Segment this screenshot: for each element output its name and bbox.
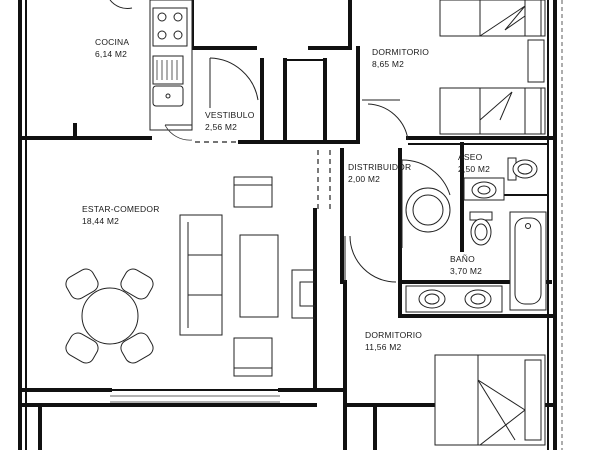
kitchen-counter xyxy=(149,0,193,131)
room-name-vestibulo: VESTIBULO xyxy=(205,110,255,120)
room-name-distribuidor: DISTRIBUIDOR xyxy=(348,162,411,172)
room-name-bano: BAÑO xyxy=(450,254,475,264)
door-swing-icon xyxy=(401,159,451,248)
room-area-dormitorio-1: 8,65 M2 xyxy=(372,59,404,69)
bed-icon xyxy=(439,0,546,135)
room-area-bano: 3,70 M2 xyxy=(450,266,482,276)
door-swing-icon xyxy=(164,57,259,141)
stove-icon xyxy=(152,7,188,47)
room-name-estar-comedor: ESTAR-COMEDOR xyxy=(82,204,160,214)
room-name-dormitorio-1: DORMITORIO xyxy=(372,47,429,57)
room-name-aseo: ASEO xyxy=(458,152,483,162)
bathtub-icon xyxy=(509,211,547,311)
room-area-distribuidor: 2,00 M2 xyxy=(348,174,380,184)
room-labels: COCINA 6,14 M2 DORMITORIO 8,65 M2 VESTIB… xyxy=(82,37,490,352)
washbasin-icon xyxy=(405,285,503,313)
dashed-openings xyxy=(195,141,331,210)
door-swing-icon xyxy=(344,235,397,283)
room-name-dormitorio-2: DORMITORIO xyxy=(365,330,422,340)
room-name-cocina: COCINA xyxy=(95,37,129,47)
room-area-cocina: 6,14 M2 xyxy=(95,49,127,59)
fireplace xyxy=(291,269,315,319)
room-area-aseo: 2,50 M2 xyxy=(458,164,490,174)
dining-table-icon xyxy=(65,268,154,364)
room-area-dormitorio-2: 11,56 M2 xyxy=(365,342,401,352)
bed-icon xyxy=(434,354,546,446)
toilet-icon xyxy=(469,211,493,246)
door-swing-icon xyxy=(362,99,409,141)
sink-icon xyxy=(152,55,184,107)
washbasin-icon xyxy=(463,177,505,201)
room-area-vestibulo: 2,56 M2 xyxy=(205,122,237,132)
room-area-estar-comedor: 18,44 M2 xyxy=(82,216,119,226)
sofa-icon xyxy=(179,176,279,377)
toilet-icon xyxy=(507,157,538,181)
